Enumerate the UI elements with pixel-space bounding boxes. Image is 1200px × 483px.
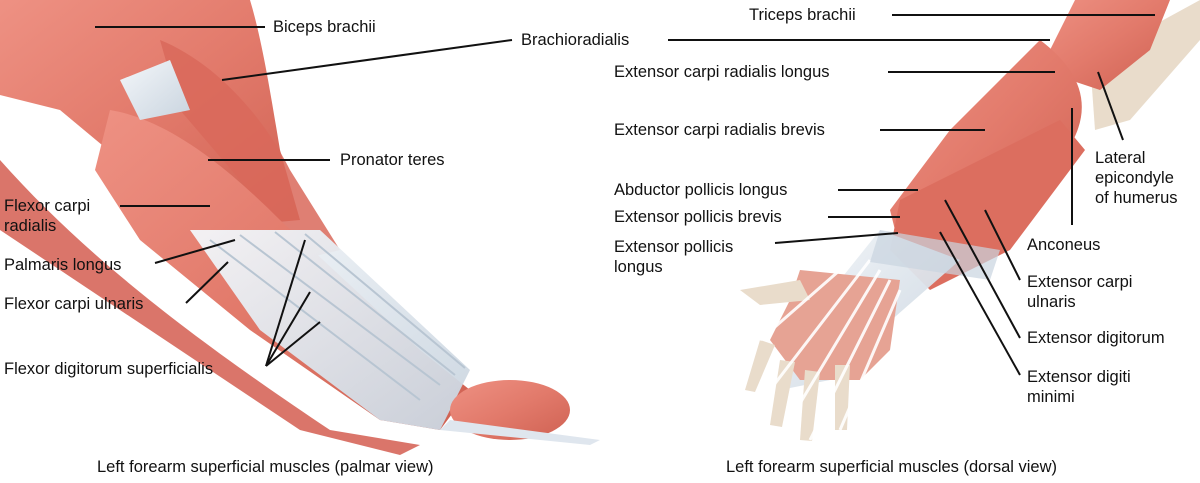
triceps-shape: [1040, 0, 1170, 90]
palmar-tendon-lines: [209, 231, 466, 401]
elbow-aponeurosis: [120, 60, 190, 120]
label-abductor-pollicis-longus: Abductor pollicis longus: [614, 181, 788, 199]
label-triceps-brachii: Triceps brachii: [749, 6, 856, 24]
leader-fds-2: [265, 291, 311, 367]
leader-lines: [95, 14, 1155, 376]
label-extensor-digitorum: Extensor digitorum: [1027, 329, 1165, 347]
label-lateral-epicondyle-line1: Lateral: [1095, 149, 1146, 167]
label-extensor-pollicis-longus-line2: longus: [614, 258, 663, 276]
label-extensor-carpi-radialis-brevis: Extensor carpi radialis brevis: [614, 121, 825, 139]
label-extensor-pollicis-longus-line1: Extensor pollicis: [614, 238, 734, 256]
palmar-forearm-drawing: [0, 0, 600, 455]
caption-dorsal-view: Left forearm superficial muscles (dorsal…: [726, 458, 1058, 476]
label-brachioradialis: Brachioradialis: [521, 31, 630, 49]
leader-edm: [939, 231, 1021, 376]
leader-palmaris: [154, 239, 236, 264]
extensor-retinaculum: [870, 230, 1000, 280]
label-extensor-digiti-minimi-line1: Extensor digiti: [1027, 368, 1131, 386]
label-biceps-brachii: Biceps brachii: [273, 18, 376, 36]
label-extensor-carpi-ulnaris: Extensor carpi ulnaris: [1027, 272, 1132, 312]
label-palmaris-longus: Palmaris longus: [4, 256, 122, 274]
label-extensor-carpi-radialis-longus: Extensor carpi radialis longus: [614, 63, 830, 81]
label-flexor-carpi-ulnaris: Flexor carpi ulnaris: [4, 295, 144, 313]
leader-ecu: [984, 209, 1021, 281]
leader-ed: [944, 199, 1021, 339]
palmar-tendons: [190, 230, 470, 430]
label-lateral-epicondyle-line2: epicondyle: [1095, 169, 1174, 187]
label-extensor-digiti-minimi-line2: minimi: [1027, 388, 1075, 406]
caption-palmar-view: Left forearm superficial muscles (palmar…: [97, 458, 434, 476]
label-extensor-digiti-minimi: Extensor digiti minimi: [1027, 367, 1131, 407]
humerus-shape: [1090, 0, 1200, 130]
brachioradialis-shape: [160, 40, 340, 260]
label-lateral-epicondyle-line3: of humerus: [1095, 189, 1178, 207]
leader-brachioradialis: [221, 39, 513, 81]
label-extensor-pollicis-longus: Extensor pollicis longus: [614, 237, 733, 277]
label-lateral-epicondyle: Lateral epicondyle of humerus: [1095, 148, 1178, 208]
label-flexor-carpi-radialis-line1: Flexor carpi: [4, 197, 91, 215]
finger-tendons: [759, 259, 902, 441]
leader-lateral-epicondyle: [1097, 71, 1124, 141]
leader-fcu: [185, 261, 229, 304]
dorsal-forearm-drawing: [740, 0, 1200, 441]
label-flexor-carpi-radialis-line2: radialis: [4, 217, 57, 235]
leader-fds-3: [265, 321, 321, 367]
leader-epl: [774, 232, 899, 244]
label-anconeus: Anconeus: [1027, 236, 1101, 254]
label-extensor-pollicis-brevis: Extensor pollicis brevis: [614, 208, 782, 226]
label-flexor-digitorum-superficialis: Flexor digitorum superficialis: [4, 360, 214, 378]
label-pronator-teres: Pronator teres: [340, 151, 445, 169]
finger-2: [770, 360, 795, 427]
finger-3: [800, 370, 820, 441]
palmar-hand-tendons: [440, 420, 600, 445]
label-extensor-carpi-ulnaris-line1: Extensor carpi: [1027, 273, 1133, 291]
leader-fds-1: [265, 239, 306, 367]
label-extensor-carpi-ulnaris-line2: ulnaris: [1027, 293, 1076, 311]
label-flexor-carpi-radialis: Flexor carpi radialis: [4, 196, 90, 236]
finger-1: [745, 340, 775, 392]
dorsal-thumb: [740, 280, 810, 305]
